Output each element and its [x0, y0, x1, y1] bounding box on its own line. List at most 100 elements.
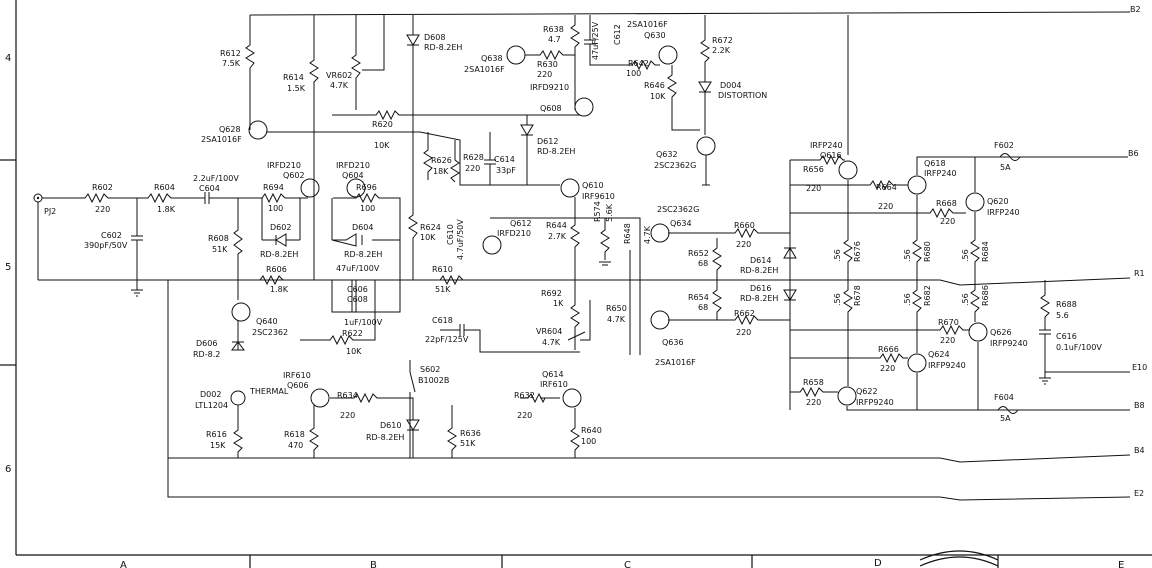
rail-label-r1: R1 — [1134, 269, 1145, 278]
part-q602: IRFD210 — [267, 161, 301, 170]
rail-label-e2: E2 — [1134, 489, 1144, 498]
label-q612: Q612 — [510, 219, 532, 228]
label-r654: R654 — [688, 293, 709, 302]
label-r656: R656 — [803, 165, 824, 174]
label-r666: R666 — [878, 345, 899, 354]
rail-label-b2: B2 — [1130, 5, 1141, 14]
label-r682: .56 — [903, 293, 912, 306]
output-stage — [650, 15, 1051, 414]
part-q614: IRF610 — [540, 380, 568, 389]
part-d614: RD-8.2EH — [740, 266, 778, 275]
value-c606: 47uF/100V — [336, 264, 380, 273]
part-q620: IRFP240 — [987, 208, 1020, 217]
value-r608: 51K — [212, 245, 228, 254]
part-q604: IRFD210 — [336, 161, 370, 170]
part-q628: 2SA1016F — [201, 135, 242, 144]
col-label-b: B — [370, 560, 377, 568]
value-r654: 68 — [698, 303, 708, 312]
part-d612: RD-8.2EH — [537, 147, 575, 156]
part-q608: IRFD9210 — [530, 83, 569, 92]
label-q620: Q620 — [987, 197, 1009, 206]
label-r618: R618 — [284, 430, 305, 439]
label-f602: F602 — [994, 141, 1014, 150]
label-d002: D002 — [200, 390, 221, 399]
col-label-a: A — [120, 560, 127, 568]
label-r574: R574 — [593, 201, 602, 222]
part-q624: IRFP9240 — [928, 361, 966, 370]
label-q616: Q616 — [820, 151, 842, 160]
label-r624: R624 — [420, 223, 441, 232]
input-stage — [230, 178, 401, 458]
label-r642: R642 — [628, 59, 649, 68]
value-r692: 1K — [553, 299, 564, 308]
label-d612: D612 — [537, 137, 558, 146]
label-r672: R672 — [712, 36, 733, 45]
label-d610: D610 — [380, 421, 401, 430]
col-label-d: D — [874, 558, 882, 568]
value-r656: 220 — [806, 184, 821, 193]
label-c612: C612 — [613, 24, 622, 45]
label-q604: Q604 — [342, 171, 364, 180]
part-d602: RD-8.2EH — [260, 250, 298, 259]
label-q638: Q638 — [481, 54, 503, 63]
row-label-6: 6 — [5, 464, 11, 475]
label-f604: F604 — [994, 393, 1014, 402]
label-r638: R638 — [543, 25, 564, 34]
label-r610: R610 — [432, 265, 453, 274]
value-r638: 4.7 — [548, 35, 561, 44]
value-r626: 18K — [433, 167, 449, 176]
label-r668: R668 — [936, 199, 957, 208]
value-r694: 100 — [268, 204, 283, 213]
label-q628: Q628 — [219, 125, 241, 134]
label-r614: R614 — [283, 73, 304, 82]
label-q624: Q624 — [928, 350, 950, 359]
label-r630: R630 — [537, 60, 558, 69]
label-d608: D608 — [424, 33, 445, 42]
label-r634: R634 — [337, 391, 358, 400]
part-d608: RD-8.2EH — [424, 43, 462, 52]
value-r628: 220 — [465, 164, 480, 173]
value-r648: 4.7K — [643, 225, 652, 244]
label-c614: C614 — [494, 155, 515, 164]
rail-label-b4: B4 — [1134, 446, 1145, 455]
label-r676: .56 — [833, 249, 842, 262]
part-q618: IRFP240 — [924, 169, 957, 178]
label-r616: R616 — [206, 430, 227, 439]
value-r616: 15K — [210, 441, 226, 450]
value-r602: 220 — [95, 205, 110, 214]
label-q614: Q614 — [542, 370, 564, 379]
label-q622: Q622 — [856, 387, 878, 396]
value-r614: 1.5K — [287, 84, 306, 93]
value-r688: 5.6 — [1056, 311, 1069, 320]
value-r606: 1.8K — [270, 285, 289, 294]
label-c616: C616 — [1056, 332, 1077, 341]
part-q606: IRF610 — [283, 371, 311, 380]
value-r624: 10K — [420, 233, 436, 242]
label-d602: D602 — [270, 223, 291, 232]
value-r666: 220 — [880, 364, 895, 373]
label-r612: R612 — [220, 49, 241, 58]
label-c618: C618 — [432, 316, 453, 325]
value-vr602: 4.7K — [330, 81, 349, 90]
value-r670: 220 — [940, 336, 955, 345]
rail-label-b6: B6 — [1128, 149, 1139, 158]
label-r686: .56 — [961, 293, 970, 306]
label-q626: Q626 — [990, 328, 1012, 337]
label-r658: R658 — [803, 378, 824, 387]
ref-r686: R686 — [981, 285, 990, 306]
label-r640: R640 — [581, 426, 602, 435]
part-q622: IRFP9240 — [856, 398, 894, 407]
rail-label-e10: E10 — [1132, 363, 1147, 372]
part-d002: LTL1204 — [195, 401, 228, 410]
label-r620: R620 — [372, 120, 393, 129]
value-r652: 68 — [698, 259, 708, 268]
value-r664: 220 — [878, 202, 893, 211]
value-r630: 220 — [537, 70, 552, 79]
label-r626: R626 — [431, 156, 452, 165]
part-q634: 2SC2362G — [657, 205, 699, 214]
part-d606: RD-8.2 — [193, 350, 220, 359]
label-r664: R664 — [876, 183, 897, 192]
label-c610: C610 — [446, 224, 455, 245]
label-d606: D606 — [196, 339, 217, 348]
